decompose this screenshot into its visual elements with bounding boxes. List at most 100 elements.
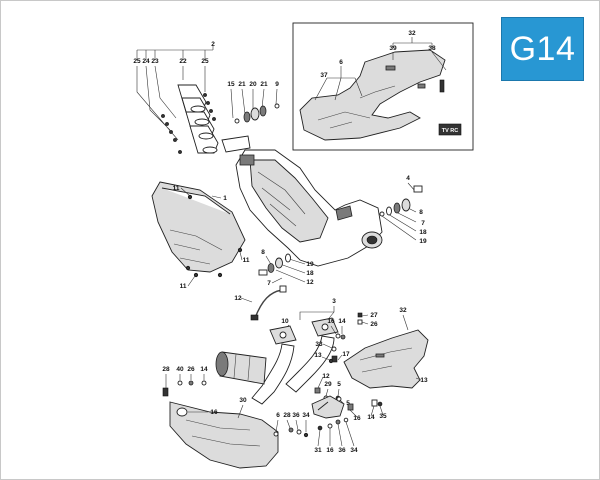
bottom-right-hardware — [317, 417, 349, 431]
sensor-leader — [240, 297, 253, 303]
callout-11b: 11 — [243, 257, 250, 264]
callout-4: 12 — [234, 295, 242, 302]
callout-9: 9 — [275, 81, 279, 88]
bottom-left-leaders — [275, 419, 307, 433]
sensor-cable — [254, 289, 283, 319]
callout-26a: 26 — [370, 321, 378, 328]
callout-29: 29 — [324, 381, 332, 388]
callout-16c: 5 — [346, 400, 350, 407]
callout-21a: 21 — [238, 81, 246, 88]
muffler-end — [215, 351, 229, 377]
airbox-assembly: 11 1 11 11 4 8 7 18 19 8 19 18 12 7 — [151, 135, 427, 321]
callout-12a: 7 — [421, 220, 425, 227]
airbox-top-flap — [221, 135, 251, 153]
callout-5a: 5 — [337, 381, 341, 388]
callout-28a: 13 — [420, 377, 428, 384]
callout-16a: 16 — [327, 318, 335, 325]
callout-39: 39 — [389, 45, 397, 52]
callout-14c: 34 — [302, 412, 310, 419]
top-group-leaders-2 — [136, 65, 206, 141]
bracket-line — [317, 401, 329, 411]
bottom-left-hardware — [273, 427, 309, 438]
callout-8b: 8 — [261, 249, 265, 256]
clamp-leaders — [230, 88, 278, 119]
airbox-vent — [239, 154, 255, 166]
callout-7b: 7 — [267, 280, 271, 287]
callout-14a: 14 — [338, 318, 346, 325]
callout-13b: 12 — [322, 373, 330, 380]
inset-tag — [438, 123, 462, 136]
callout-34a: 36 — [292, 412, 300, 419]
clamp-parts — [234, 103, 280, 124]
bracket-hardware — [336, 396, 383, 411]
callout-12b: 12 — [306, 279, 314, 286]
callout-28b: 6 — [276, 412, 280, 419]
velocity-stack-group: 2 25 24 23 22 25 15 21 20 21 — [133, 41, 280, 154]
callout-18a: 18 — [419, 229, 427, 236]
callout-19b: 19 — [306, 261, 314, 268]
callout-7a: 4 — [406, 175, 410, 182]
side-cover-edge — [161, 187, 231, 215]
header-flanges — [269, 317, 339, 345]
top-group-leaders — [136, 46, 214, 60]
callout-40: 28 — [162, 366, 170, 373]
callout-27: 27 — [370, 312, 378, 319]
side-cover-slots — [169, 229, 223, 265]
page-code-badge: G14 — [501, 17, 584, 81]
callout-14d: 34 — [350, 447, 358, 454]
heat-shield-lower — [169, 401, 279, 469]
callout-25a: 25 — [133, 58, 141, 65]
callout-31: 16 — [353, 415, 361, 422]
side-leaders — [180, 187, 243, 287]
sensor-connector — [250, 314, 259, 321]
airbox-ribs — [257, 171, 306, 227]
mid-leaders — [330, 314, 369, 335]
callout-11c: 11 — [180, 283, 187, 290]
callout-8a: 8 — [419, 209, 423, 216]
lower-shield-leaders — [188, 404, 244, 419]
airbox-outlet-core — [366, 235, 378, 245]
callout-26b: 40 — [176, 366, 184, 373]
callout-30: 16 — [210, 409, 218, 416]
callout-2: 2 — [211, 41, 215, 48]
callout-15: 15 — [227, 81, 235, 88]
callout-32-inset: 32 — [408, 30, 416, 37]
inset-tag-text: TV RC — [442, 128, 459, 134]
inset-panel: TV RC 32 39 38 6 37 — [292, 22, 474, 151]
callout-13a: 13 — [314, 352, 322, 359]
callout-33: 33 — [315, 341, 323, 348]
callout-5b: 35 — [379, 413, 387, 420]
callout-34b: 36 — [338, 447, 346, 454]
callout-6-inset: 6 — [339, 59, 343, 66]
velocity-stacks — [177, 84, 219, 154]
lower-left-leaders — [165, 374, 205, 388]
header-pipe-1 — [251, 343, 295, 405]
callout-22: 22 — [179, 58, 187, 65]
inset-leaders — [314, 37, 447, 101]
airbox-bracket — [335, 205, 353, 221]
callout-1: 1 — [223, 195, 227, 202]
callout-3: 3 — [332, 298, 336, 305]
bottom-right-leaders — [317, 421, 355, 447]
callout-36b: 16 — [326, 447, 334, 454]
callout-35: 14 — [367, 414, 375, 421]
callout-20: 20 — [249, 81, 257, 88]
inset-grille-2 — [417, 83, 426, 89]
sensor-head — [279, 285, 287, 293]
right-shield-leaders — [402, 314, 422, 381]
inset-clip — [439, 79, 445, 93]
bracket-leaders — [339, 399, 384, 418]
callout-18b: 18 — [306, 270, 314, 277]
callout-21b: 21 — [260, 81, 268, 88]
inset-grille — [385, 65, 396, 71]
callout-19a: 19 — [419, 238, 427, 245]
callout-16b: 14 — [200, 366, 208, 373]
lower-fittings — [258, 253, 291, 276]
heat-shield-right-lines — [359, 347, 413, 373]
heat-shield-lower-lines — [185, 419, 261, 447]
lower-leaders — [265, 255, 306, 284]
bracket — [311, 395, 345, 419]
callout-25b: 25 — [201, 58, 209, 65]
airbox-inner — [249, 159, 329, 243]
